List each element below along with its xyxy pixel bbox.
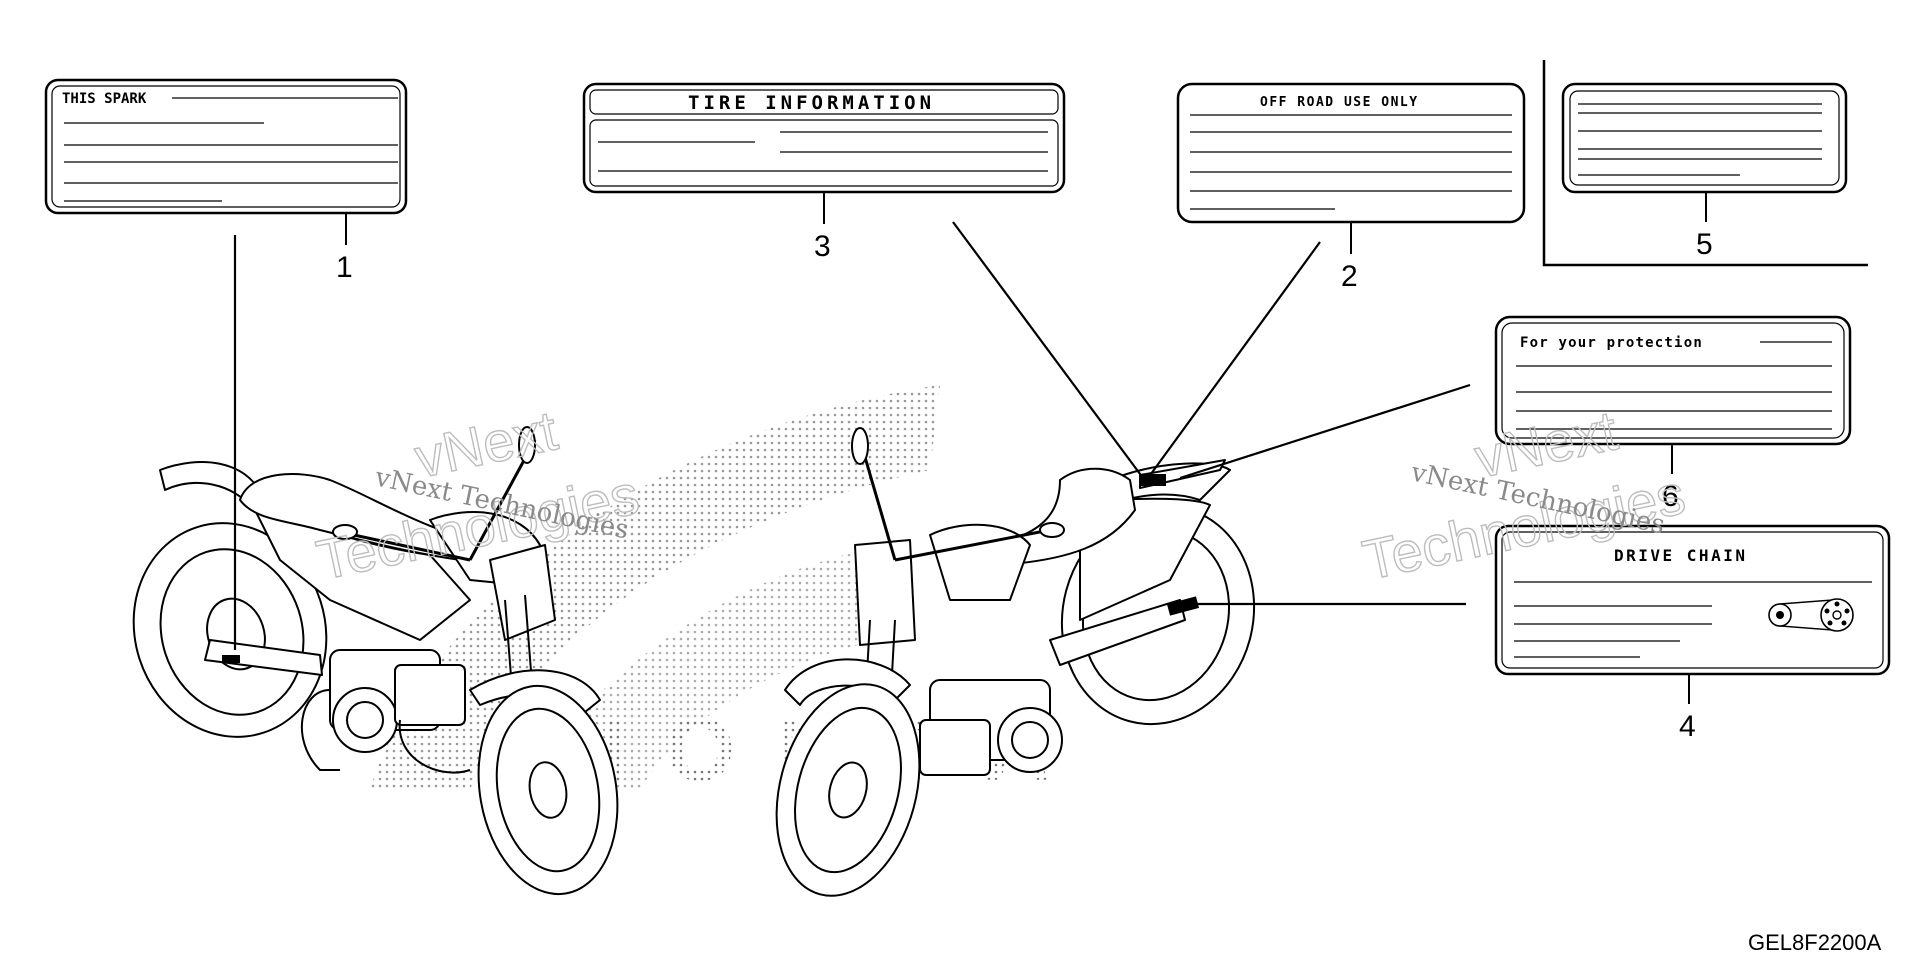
label-3-title: TIRE INFORMATION	[688, 92, 935, 114]
label-1-spark-arrester[interactable]: THIS SPARK	[44, 78, 408, 215]
label-3-tire-information[interactable]: TIRE INFORMATION	[582, 82, 1066, 194]
label-2-title: OFF ROAD USE ONLY	[1260, 95, 1419, 110]
motorcycle-right-view	[775, 427, 1256, 897]
callout-1: 1	[336, 251, 353, 284]
label-1-title: THIS SPARK	[62, 91, 147, 107]
callout-4: 4	[1679, 710, 1696, 743]
callout-3: 3	[814, 230, 831, 263]
motorcycle-left-view	[132, 426, 619, 896]
label-5-generic-label[interactable]	[1561, 82, 1848, 194]
callout-2: 2	[1341, 260, 1358, 293]
label-2-off-road-use-only[interactable]: OFF ROAD USE ONLY	[1176, 82, 1526, 224]
chain-sprocket-icon	[1768, 598, 1854, 632]
label-6-for-your-protection[interactable]: For your protection	[1494, 315, 1852, 446]
callout-6: 6	[1662, 480, 1679, 513]
callout-5: 5	[1696, 228, 1713, 261]
label-4-drive-chain[interactable]: DRIVE CHAIN	[1494, 524, 1891, 676]
label-4-title: DRIVE CHAIN	[1614, 546, 1747, 565]
label-5-frame	[1542, 60, 1868, 267]
label-6-title: For your protection	[1520, 335, 1703, 351]
diagram-code: GEL8F2200A	[1748, 930, 1882, 955]
